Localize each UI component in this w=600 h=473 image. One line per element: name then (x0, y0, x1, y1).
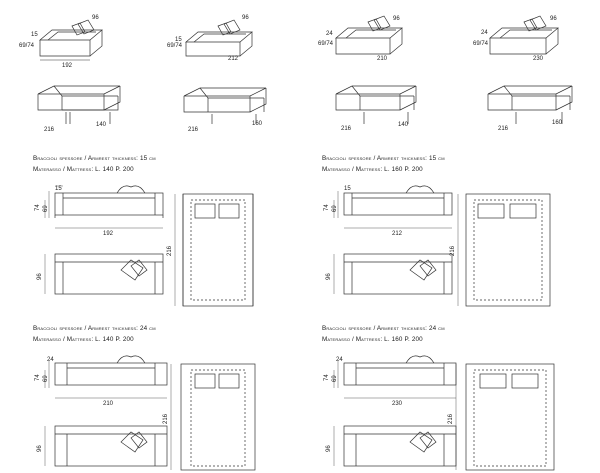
iso4-width: 230 (533, 56, 544, 62)
side-view-2: 96 (326, 253, 453, 295)
spec-4-mattress: Materasso / Mattress: L. 160 P. 200 (322, 336, 423, 343)
p4-width: 230 (392, 401, 403, 407)
iso2-height: 96 (242, 15, 249, 21)
p4-depth: 96 (326, 445, 332, 452)
iso4-side: 69/74 (473, 41, 489, 47)
spec-1-armrest: Braccioli spessore / Armrest thickness: … (33, 155, 156, 162)
p3-h2: 69 (43, 375, 49, 382)
iso-bed2-width: 160 (252, 121, 263, 127)
iso4-depth: 24 (481, 30, 488, 36)
iso-sofa-2: 15 96 69/74 212 (167, 15, 253, 62)
p2-arm: 15 (344, 186, 351, 192)
iso-sofa-4: 24 96 69/74 230 (473, 15, 559, 62)
iso2-width: 212 (228, 56, 239, 62)
panel-1-drawing: 15 74 69 192 96 216 (35, 185, 254, 307)
iso-bed4-depth: 216 (498, 126, 509, 132)
front-view-3: 24 74 69 210 (35, 355, 168, 407)
iso-bed3-depth: 216 (341, 126, 352, 132)
p4-bed: 216 (448, 413, 454, 424)
spec-3-mattress: Materasso / Mattress: L. 140 P. 200 (33, 336, 134, 343)
iso1-width: 192 (62, 63, 73, 69)
side-view-4: 96 (326, 425, 457, 467)
p2-h2: 69 (332, 205, 338, 212)
spec-block-2: Braccioli spessore / Armrest thickness: … (322, 153, 445, 175)
iso3-side: 69/74 (318, 41, 334, 47)
p3-arm: 24 (47, 357, 54, 363)
side-view-3: 96 (37, 425, 168, 467)
iso-bed-4: 216 160 (487, 85, 573, 132)
p2-bed: 216 (450, 245, 456, 256)
iso4-height: 96 (550, 16, 557, 22)
p1-h2: 69 (43, 205, 49, 212)
p2-width: 212 (392, 231, 403, 237)
panel-2-drawing: 15 74 69 212 96 216 (324, 185, 551, 307)
front-view-4: 24 74 69 230 (324, 355, 457, 407)
iso-bed-1: 216 140 (37, 85, 121, 133)
iso2-side: 69/74 (167, 43, 183, 49)
p3-width: 210 (103, 401, 114, 407)
side-view-1: 96 (37, 253, 164, 295)
p4-h2: 69 (332, 375, 338, 382)
panel-4-drawing: 24 74 69 230 96 216 (324, 355, 555, 471)
p3-depth: 96 (37, 445, 43, 452)
spec-3-armrest: Braccioli spessore / Armrest thickness: … (33, 325, 156, 332)
iso1-side: 69/74 (19, 43, 35, 49)
iso-bed4-width: 160 (552, 120, 563, 126)
bed-plan-2: 216 (450, 193, 551, 307)
spec-2-mattress: Materasso / Mattress: L. 160 P. 200 (322, 166, 423, 173)
p1-width: 192 (103, 231, 114, 237)
bed-plan-3: 216 (163, 363, 256, 471)
iso-bed-3: 216 140 (335, 85, 417, 132)
p2-h1: 74 (324, 204, 330, 211)
iso-bed1-width: 140 (96, 122, 107, 128)
iso-bed-2: 216 160 (183, 87, 267, 133)
spec-2-armrest: Braccioli spessore / Armrest thickness: … (322, 155, 445, 162)
iso-sofa-1: 15 96 69/74 192 (19, 15, 103, 69)
iso-bed3-width: 140 (398, 122, 409, 128)
iso-bed1-depth: 216 (44, 127, 55, 133)
spec-4-armrest: Braccioli spessore / Armrest thickness: … (322, 325, 445, 332)
bed-plan-4: 216 (448, 363, 555, 471)
iso1-height: 96 (92, 15, 99, 21)
p3-bed: 216 (163, 413, 169, 424)
p3-h1: 74 (35, 374, 41, 381)
p1-h1: 74 (35, 204, 41, 211)
front-view-1: 15 74 69 192 (35, 185, 164, 237)
p2-depth: 96 (326, 273, 332, 280)
iso3-height: 96 (393, 16, 400, 22)
iso3-depth: 24 (326, 31, 333, 37)
iso2-depth: 15 (175, 37, 182, 43)
p4-h1: 74 (324, 374, 330, 381)
spec-block-4: Braccioli spessore / Armrest thickness: … (322, 323, 445, 345)
panel-3-drawing: 24 74 69 210 96 216 (35, 355, 256, 471)
p4-arm: 24 (336, 357, 343, 363)
p1-bed: 216 (167, 245, 173, 256)
p1-depth: 96 (37, 273, 43, 280)
iso1-depth: 15 (31, 32, 38, 38)
bed-plan-1: 216 (167, 193, 254, 307)
spec-1-mattress: Materasso / Mattress: L. 140 P. 200 (33, 166, 134, 173)
iso-bed2-depth: 216 (188, 127, 199, 133)
front-view-2: 15 74 69 212 (324, 185, 453, 237)
iso-sofa-3: 24 96 69/74 210 (318, 15, 403, 62)
spec-block-3: Braccioli spessore / Armrest thickness: … (33, 323, 156, 345)
isometric-views: 15 96 69/74 192 216 140 15 96 69/74 212 … (19, 15, 573, 133)
iso3-width: 210 (377, 56, 388, 62)
p1-arm: 15 (55, 186, 62, 192)
spec-block-1: Braccioli spessore / Armrest thickness: … (33, 153, 156, 175)
